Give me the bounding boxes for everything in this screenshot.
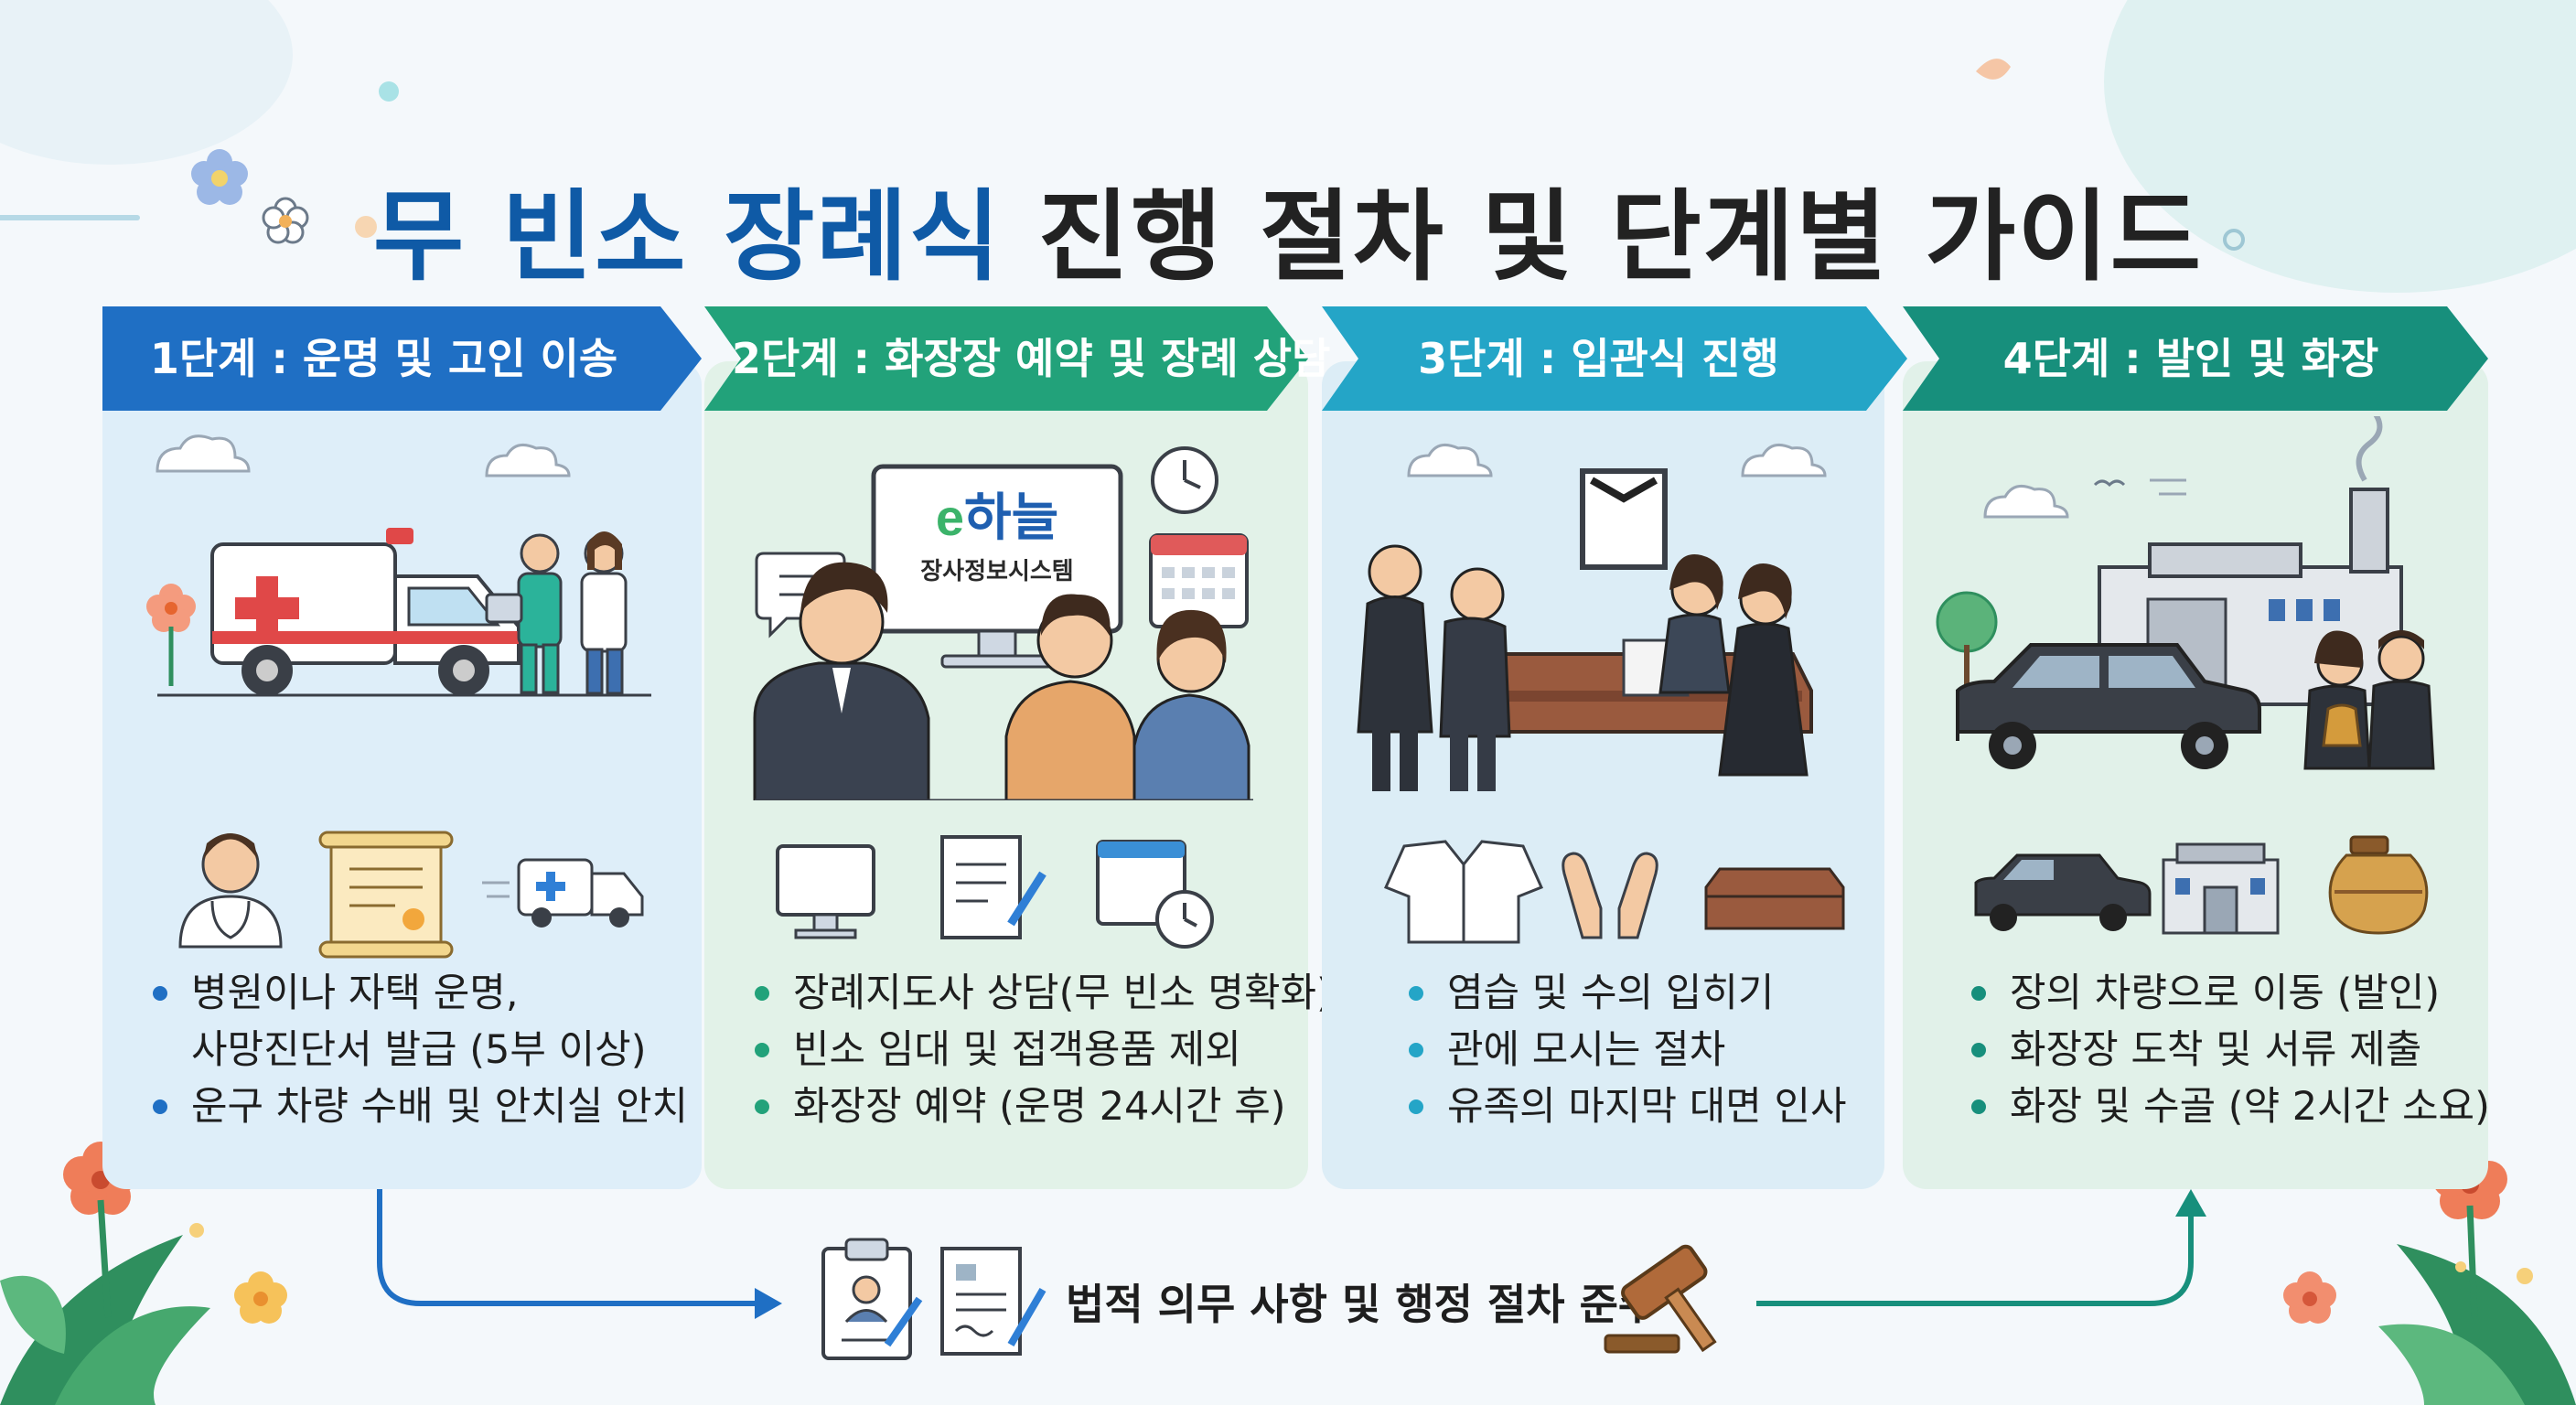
footer-text: 법적 의무 사항 및 행정 절차 준수 [1066,1280,1658,1329]
flower-icon [234,1271,287,1324]
stage-4-illustration [1936,416,2435,770]
cloud-icon [485,443,571,477]
list-item: 관에 모시는 절차 [1409,1022,1866,1078]
title-highlight: 무 빈소 장례식 [372,180,1003,295]
mourner-man-icon [1439,567,1511,791]
stage-1-bullets: 병원이나 자택 운명, 사망진단서 발급 (5부 이상) 운구 차량 수배 및 안… [153,965,688,1135]
cloud-icon [156,434,251,473]
bullet-text: 화장장 예약 (운명 24시간 후) [793,1084,1286,1130]
bullet-text: 화장 및 수골 (약 2시간 소요) [2010,1084,2490,1130]
stage-3-bullets: 염습 및 수의 입히기 관에 모시는 절차 유족의 마지막 대면 인사 [1409,965,1866,1135]
list-item: 병원이나 자택 운명, 사망진단서 발급 (5부 이상) [153,965,683,1078]
counselor-person-icon [753,562,930,800]
clipboard-icon [821,1238,923,1360]
cloud-icon [1407,443,1493,477]
praying-hands-icon [1562,852,1658,939]
stage-4-label: 4단계 : 발인 및 화장 [2002,334,2379,383]
flower-icon [191,149,248,205]
stage-3: 3단계 : 입관식 진행 [1322,306,1907,1189]
stage-1-banner: 1단계 : 운명 및 고인 이송 [102,306,702,411]
client-person-icon [1132,609,1250,800]
stage-1-panel [102,361,702,1189]
bullet-text-cont: 사망진단서 발급 (5부 이상) [191,1027,647,1073]
list-item: 빈소 임대 및 접객용품 제외 [755,1022,1290,1078]
bullet-text: 관에 모시는 절차 [1447,1027,1726,1073]
footer-icons [821,1238,1046,1360]
bullet-text: 운구 차량 수배 및 안치실 안치 [191,1084,689,1130]
small-coffin-icon [1704,867,1845,930]
flower-icon [2283,1271,2336,1324]
stage-1-illustration [146,434,651,697]
stage-4-bullets: 장의 차량으로 이동 (발인) 화장장 도착 및 서류 제출 화장 및 수골 (… [1971,965,2490,1135]
calendar-icon [1149,533,1249,628]
stage-3-illustration [1357,443,1827,791]
building-icon [2162,842,2280,935]
stage-4-icons [1974,835,2429,935]
list-item: 화장장 도착 및 서류 제출 [1971,1022,2470,1078]
monitor-icon: e하늘 장사정보시스템 [871,464,1123,669]
clock-icon [1151,446,1218,514]
bullet-text: 빈소 임대 및 접객용품 제외 [793,1027,1241,1073]
cloud-icon [1741,443,1827,477]
bullet-text: 염습 및 수의 입히기 [1447,971,1775,1016]
list-item: 장례지도사 상담(무 빈소 명확화) [755,965,1332,1022]
portrait-frame-icon [1580,468,1668,570]
stage-3-banner: 3단계 : 입관식 진행 [1322,306,1907,411]
page-title: 무 빈소 장례식 진행 절차 및 단계별 가이드 [0,157,2576,300]
stage-2-bullets: 장례지도사 상담(무 빈소 명확화) 빈소 임대 및 접객용품 제외 화장장 예… [755,965,1332,1135]
family-with-urn-icon [2303,630,2435,770]
urn-icon [2328,835,2429,935]
screen-logo: e하늘 [936,488,1058,546]
stage-1-icons [178,831,644,959]
bullet-text: 화장장 도착 및 서류 제출 [2010,1027,2422,1073]
list-item: 운구 차량 수배 및 안치실 안치 [153,1078,688,1135]
stage-3-icons [1383,840,1845,944]
calendar-clock-icon [1096,840,1214,949]
list-item: 화장장 예약 (운명 24시간 후) [755,1078,1290,1135]
cloud-icon [1983,484,2069,519]
stage-2-banner: 2단계 : 화장장 예약 및 장례 상담 [704,306,1331,411]
flower-icon [146,584,196,686]
document-icon [940,1247,1046,1356]
doctor-icon [580,531,628,695]
flower-icon [262,197,309,244]
monitor-icon [776,844,875,939]
bullet-text: 장의 차량으로 이동 (발인) [2010,971,2441,1016]
list-item: 화장 및 수골 (약 2시간 소요) [1971,1078,2490,1135]
title-rest: 진행 절차 및 단계별 가이드 [1002,180,2204,295]
shroud-icon [1383,840,1544,944]
small-hearse-icon [1974,853,2152,931]
list-item: 장의 차량으로 이동 (발인) [1971,965,2470,1022]
stage-2-label: 2단계 : 화장장 예약 및 장례 상담 [732,334,1331,383]
stage-1: 1단계 : 운명 및 고인 이송 [102,306,702,1189]
client-person-icon [1004,594,1136,800]
mourner-man-icon [1357,544,1433,791]
screen-subtitle: 장사정보시스템 [920,557,1073,585]
stage-4: 4단계 : 발인 및 화장 [1903,306,2490,1189]
certificate-icon [318,831,454,959]
gavel-icon [1604,1244,1717,1354]
list-item: 유족의 마지막 대면 인사 [1409,1078,1866,1135]
stage-2: 2단계 : 화장장 예약 및 장례 상담 e하늘 장사정보시스템 [704,306,1332,1189]
bullet-text: 장례지도사 상담(무 빈소 명확화) [793,971,1332,1016]
small-ambulance-icon [482,858,644,928]
stage-2-icons [776,835,1214,949]
stage-2-illustration: e하늘 장사정보시스템 [753,446,1253,800]
stage-4-banner: 4단계 : 발인 및 화장 [1903,306,2488,411]
ambulance-icon [210,528,521,696]
hearse-icon [1956,643,2261,769]
stage-1-label: 1단계 : 운명 및 고인 이송 [149,334,618,383]
doctor-avatar-icon [178,833,283,949]
mourner-woman-icon [1718,563,1809,777]
bullet-text: 병원이나 자택 운명, [191,971,519,1016]
stage-3-label: 3단계 : 입관식 진행 [1418,334,1779,383]
mourner-woman-icon [1658,554,1731,694]
bullet-text: 유족의 마지막 대면 인사 [1447,1084,1847,1130]
document-pen-icon [940,835,1046,939]
list-item: 염습 및 수의 입히기 [1409,965,1866,1022]
nurse-icon [485,533,563,694]
